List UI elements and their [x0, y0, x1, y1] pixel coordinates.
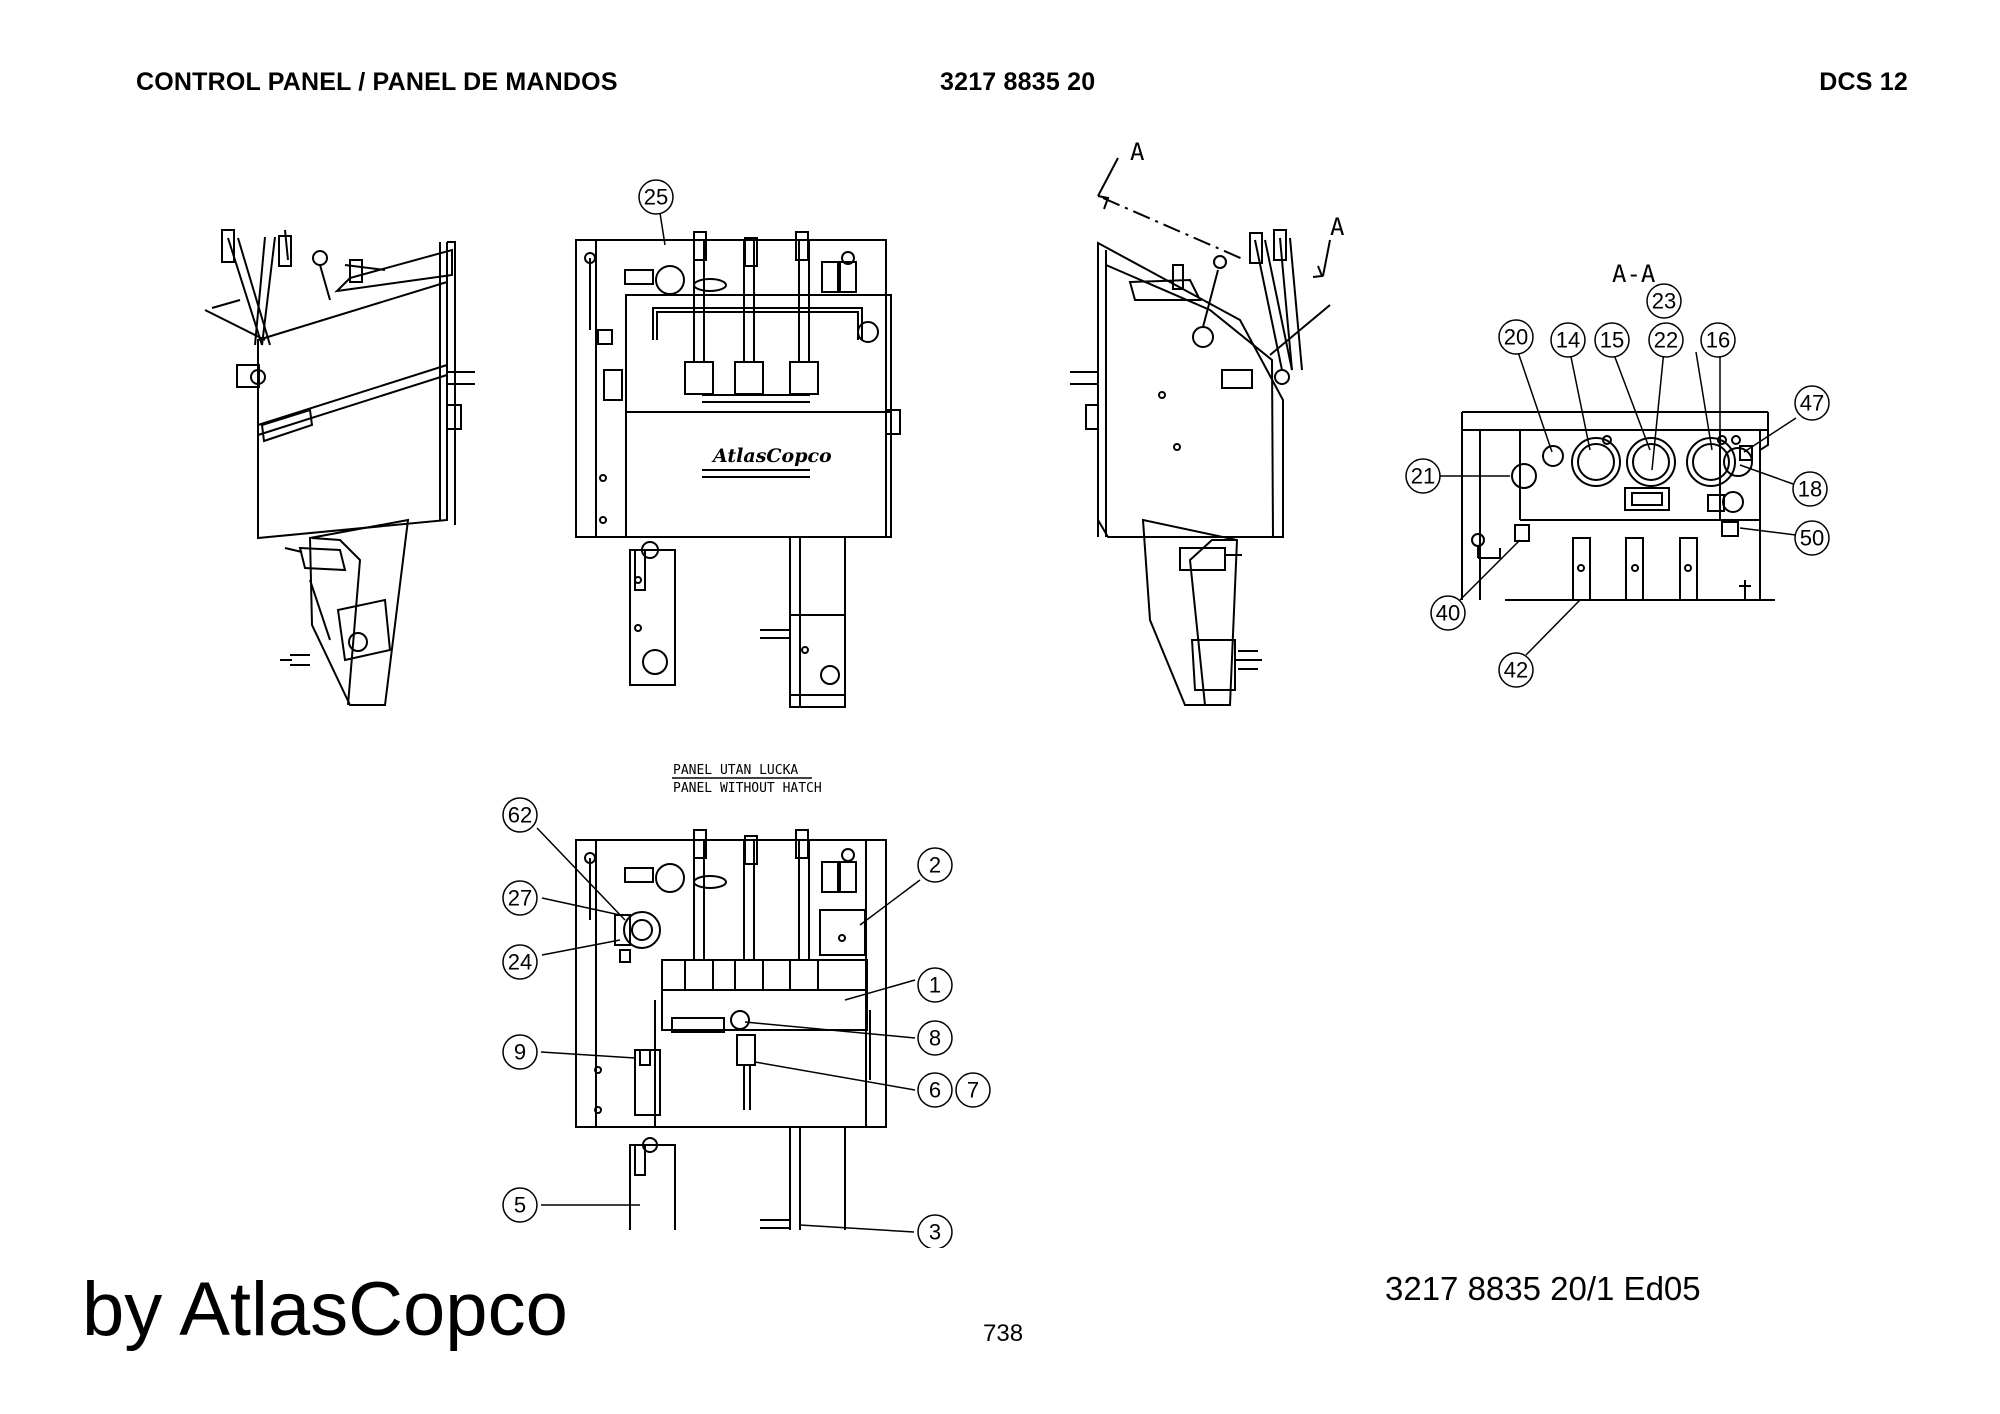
- callout-9: 9: [514, 1040, 526, 1065]
- callout-14: 14: [1556, 328, 1580, 353]
- callout-21: 21: [1411, 464, 1435, 489]
- left-side-view: [204, 229, 475, 706]
- callout-18: 18: [1798, 477, 1822, 502]
- callout-bubbles: [502, 179, 1830, 1250]
- panel-note-line1: PANEL UTAN LUCKA: [673, 763, 798, 778]
- callout-5: 5: [514, 1193, 526, 1218]
- callout-8: 8: [929, 1026, 941, 1051]
- front-view: AtlasCopco: [575, 231, 901, 708]
- section-a-a-label: A-A: [1612, 260, 1656, 288]
- model-code: DCS 12: [1819, 68, 1908, 96]
- callout-numbers: 25 20 14 15 23 22 16 47 21 18 50 40 42 6…: [508, 185, 1824, 1245]
- callout-leaders: [536, 212, 1797, 1233]
- callout-22: 22: [1654, 328, 1678, 353]
- callout-50: 50: [1800, 526, 1824, 551]
- callout-3: 3: [929, 1220, 941, 1245]
- panel-note-line2: PANEL WITHOUT HATCH: [673, 781, 822, 796]
- callout-7: 7: [967, 1078, 979, 1103]
- document-reference: 3217 8835 20/1 Ed05: [1385, 1270, 1701, 1307]
- bottom-view-without-hatch: PANEL UTAN LUCKA PANEL WITHOUT HATCH: [575, 763, 887, 1230]
- sheet-title: CONTROL PANEL / PANEL DE MANDOS: [136, 68, 618, 96]
- right-side-view: A A: [1070, 138, 1345, 706]
- front-logo: AtlasCopco: [711, 445, 832, 467]
- callout-23: 23: [1652, 289, 1676, 314]
- callout-6: 6: [929, 1078, 941, 1103]
- callout-27: 27: [508, 886, 532, 911]
- page-number: 738: [983, 1320, 1024, 1347]
- brand-text: by AtlasCopco: [82, 1267, 568, 1352]
- section-arrow-a-right: A: [1330, 213, 1345, 241]
- callout-40: 40: [1436, 601, 1460, 626]
- callout-62: 62: [508, 803, 532, 828]
- section-arrow-a-top: A: [1130, 138, 1145, 166]
- callout-16: 16: [1706, 328, 1730, 353]
- callout-15: 15: [1600, 328, 1624, 353]
- callout-25: 25: [644, 185, 668, 210]
- callout-42: 42: [1504, 658, 1528, 683]
- callout-2: 2: [929, 853, 941, 878]
- callout-1: 1: [929, 973, 941, 998]
- callout-24: 24: [508, 950, 532, 975]
- section-a-a-view: A-A: [1461, 260, 1775, 601]
- callout-20: 20: [1504, 325, 1528, 350]
- callout-47: 47: [1800, 391, 1824, 416]
- part-number: 3217 8835 20: [940, 68, 1096, 96]
